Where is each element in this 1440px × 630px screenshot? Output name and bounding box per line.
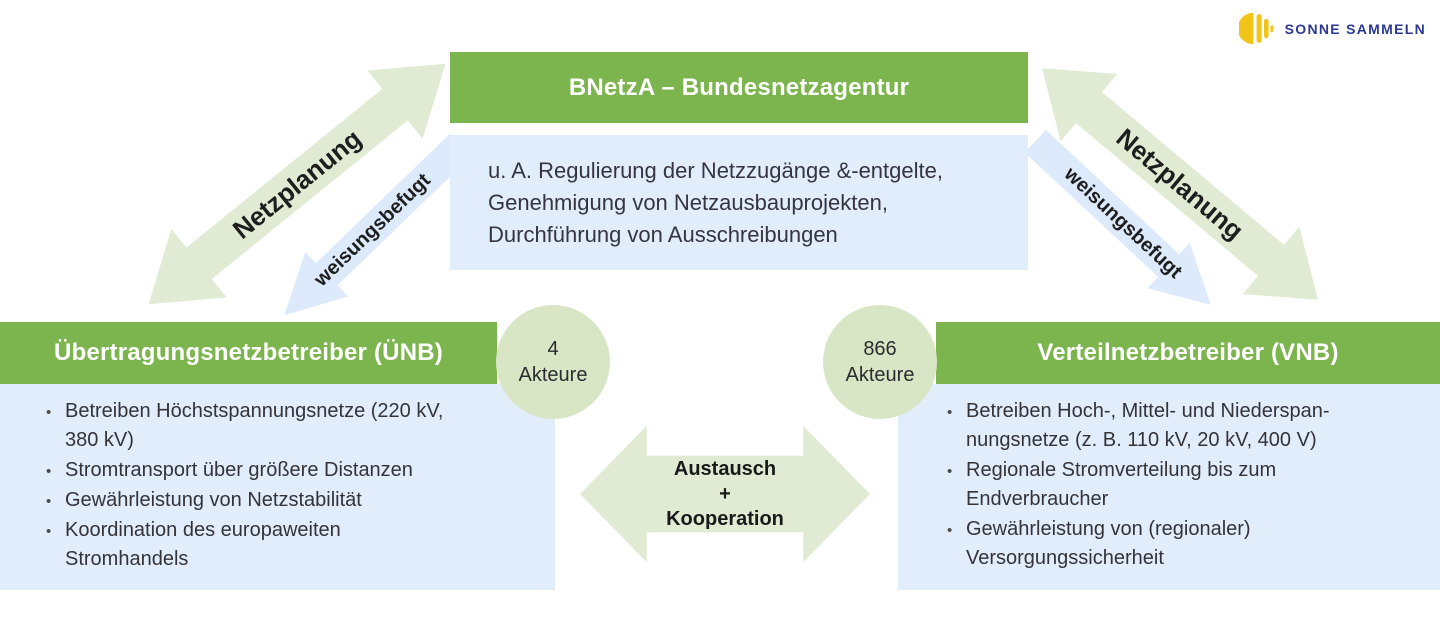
center-label-line: Austausch [673,457,777,480]
center-label-line: Kooperation [666,507,784,530]
center-label-line: + [719,482,731,505]
list-item: Regionale Stromverteilung bis zum Endver… [947,456,1400,514]
bnetza-header-box: BNetzA – Bundesnetzagentur [450,52,1028,123]
austausch-kooperation-label: Austausch + Kooperation [666,457,784,532]
unb-bullet-list: Betreiben Höchstspannungsnetze (220 kV, … [0,384,555,574]
list-item: Koordination des europaweiten Stromhande… [46,516,460,574]
logo-text: Sonne Sammeln [1284,20,1426,37]
list-item: Stromtransport über größere Distanzen [46,456,460,486]
bnetza-description-line: Durchführung von Ausschreibungen [488,221,838,247]
austausch-kooperation-arrow: Austausch + Kooperation [580,423,870,565]
list-item: Gewährleistung von Netzstabilität [46,486,460,516]
logo: Sonne Sammeln [1238,10,1426,47]
vnb-akteure-count: 866 [863,338,897,360]
unb-akteure-label: Akteure [518,364,588,386]
bnetza-title: BNetzA – Bundesnetzagentur [568,73,910,101]
sun-icon [1238,10,1276,47]
bnetza-description-box: u. A. Regulierung der Netzzugänge &-entg… [450,135,1028,270]
vnb-body-box: Betreiben Hoch-, Mittel- und Niederspan-… [898,384,1440,590]
list-item: Betreiben Höchstspannungsnetze (220 kV, … [46,397,460,455]
unb-akteure-count: 4 [547,338,559,360]
vnb-akteure-label: Akteure [845,364,915,386]
unb-akteure-badge: 4 Akteure [496,305,610,419]
vnb-title: Verteilnetzbetreiber (VNB) [1037,339,1339,366]
unb-body-box: Betreiben Höchstspannungsnetze (220 kV, … [0,384,555,590]
vnb-header-box: Verteilnetzbetreiber (VNB) [936,322,1440,384]
list-item: Betreiben Hoch-, Mittel- und Niederspan-… [947,397,1400,455]
vnb-bullet-list: Betreiben Hoch-, Mittel- und Niederspan-… [898,384,1440,573]
unb-title: Übertragungsnetzbetreiber (ÜNB) [54,339,443,366]
unb-header-box: Übertragungsnetzbetreiber (ÜNB) [0,322,497,384]
bnetza-description-line: Genehmigung von Netzausbauprojekten, [488,189,888,215]
bnetza-description-line: u. A. Regulierung der Netzzugänge &-entg… [488,158,943,183]
vnb-akteure-badge: 866 Akteure [823,305,937,419]
list-item: Gewährleistung von (regionaler) Versorgu… [947,515,1400,573]
